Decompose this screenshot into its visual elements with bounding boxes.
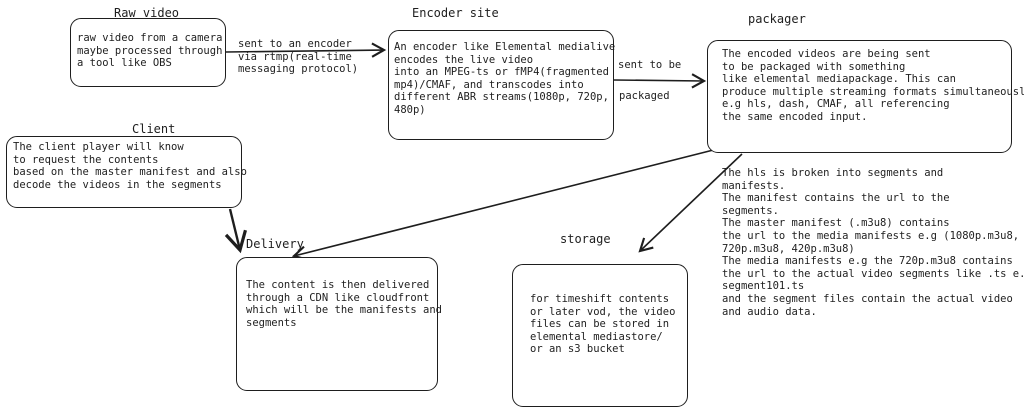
packager-box: [707, 40, 1012, 153]
raw-video-box: [70, 18, 226, 87]
delivery-title: Delivery: [246, 237, 304, 251]
client-box: [6, 136, 242, 208]
arrow-encoder-to-packager: [613, 73, 707, 89]
encoder-title: Encoder site: [412, 6, 499, 20]
arrow-client-to-delivery: [224, 208, 247, 254]
storage-text: for timeshift contents or later vod, the…: [530, 293, 676, 356]
packager-title: packager: [748, 12, 806, 26]
storage-box: [512, 264, 688, 407]
delivery-box: [236, 257, 438, 391]
edge-label-encoder-to-packager-2: packaged: [619, 90, 670, 102]
arrow-packager-to-delivery: [291, 141, 746, 261]
encoder-text: An encoder like Elemental medialive enco…: [394, 41, 616, 116]
raw-video-text: raw video from a camera maybe processed …: [77, 32, 223, 70]
edge-label-encoder-to-packager-1: sent to be: [618, 59, 682, 71]
raw-video-title: Raw video: [114, 6, 180, 20]
edge-label-raw-to-encoder: sent to an encoder via rtmp(real-time me…: [238, 38, 359, 76]
hls-note: The hls is broken into segments and mani…: [722, 167, 1024, 318]
client-text: The client player will know to request t…: [13, 141, 247, 191]
encoder-box: [388, 30, 614, 140]
storage-title: storage: [560, 232, 611, 246]
delivery-text: The content is then delivered through a …: [246, 279, 442, 329]
packager-text: The encoded videos are being sent to be …: [722, 48, 1024, 123]
client-title: Client: [132, 122, 176, 136]
